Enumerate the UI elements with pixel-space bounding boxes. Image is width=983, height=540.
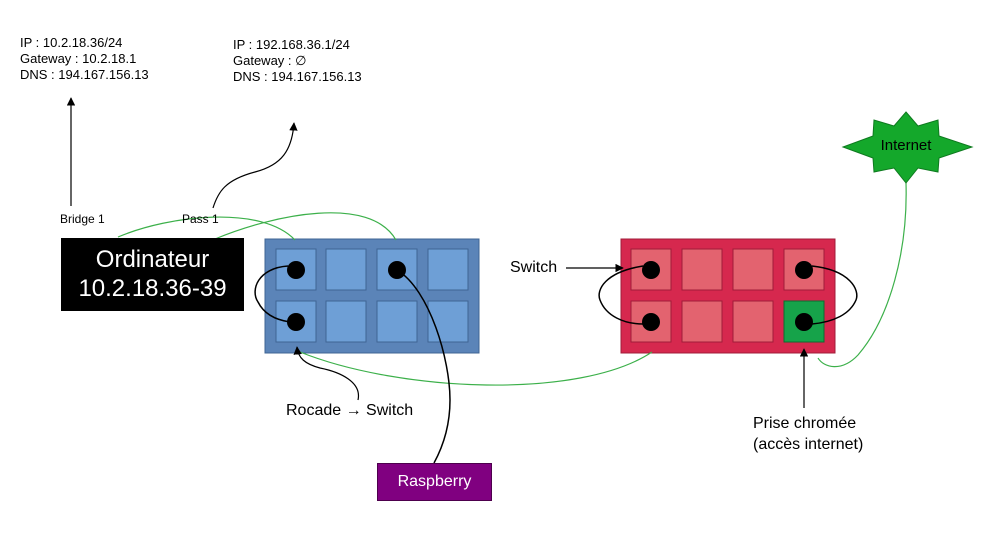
computer-box: Ordinateur 10.2.18.36-39 — [61, 238, 244, 311]
computer-range: 10.2.18.36-39 — [78, 275, 227, 302]
red-port — [732, 300, 774, 343]
computer-dns: DNS : 194.167.156.13 — [20, 67, 149, 82]
raspberry-label: Raspberry — [397, 473, 472, 490]
computer-name: Ordinateur — [95, 246, 210, 273]
pass-arrow — [212, 122, 298, 209]
prise-label: Prise chromée (accès internet) — [753, 413, 863, 455]
red-port — [681, 248, 723, 291]
red-port — [681, 300, 723, 343]
red-port — [732, 248, 774, 291]
raspberry-config: IP : 192.168.36.1/24 Gateway : ∅ DNS : 1… — [233, 37, 362, 85]
blue-patch-panel — [264, 238, 480, 354]
blue-loop-cable — [254, 265, 291, 323]
internet-cloud-icon — [841, 111, 974, 184]
prise-label-line2: (accès internet) — [753, 436, 864, 453]
blue-port — [427, 248, 469, 291]
raspberry-ip: IP : 192.168.36.1/24 — [233, 37, 350, 52]
computer-gateway: Gateway : 10.2.18.1 — [20, 51, 137, 66]
blue-port — [376, 300, 418, 343]
connector-dot — [795, 313, 813, 331]
computer-config: IP : 10.2.18.36/24 Gateway : 10.2.18.1 D… — [20, 35, 149, 83]
connector-dot — [795, 261, 813, 279]
raspberry-cable — [396, 269, 451, 464]
bridge-label: Bridge 1 — [60, 212, 105, 226]
prise-label-line1: Prise chromée — [753, 415, 857, 432]
connector-dot — [642, 261, 660, 279]
red-left-loop-cable — [598, 265, 644, 325]
internet-green-link — [817, 182, 907, 368]
red-right-loop-cable — [811, 265, 858, 325]
pass-label: Pass 1 — [182, 212, 219, 226]
blue-port — [427, 300, 469, 343]
raspberry-dns: DNS : 194.167.156.13 — [233, 69, 362, 84]
internet-label: Internet — [880, 137, 932, 154]
raspberry-box: Raspberry — [377, 463, 492, 501]
raspberry-gateway: Gateway : ∅ — [233, 53, 307, 68]
red-switch — [620, 238, 836, 354]
connector-dot — [287, 313, 305, 331]
connector-dot — [287, 261, 305, 279]
rocade-switch-label: Rocade → Switch — [286, 402, 414, 419]
computer-ip: IP : 10.2.18.36/24 — [20, 35, 123, 50]
connector-dot — [642, 313, 660, 331]
rocade-green-link — [299, 351, 653, 386]
switch-label: Switch — [510, 259, 558, 276]
blue-port — [325, 300, 367, 343]
blue-port — [325, 248, 367, 291]
rocade-arrow — [293, 346, 359, 401]
pass-green-link — [214, 212, 397, 241]
bridge-green-link — [117, 216, 296, 241]
